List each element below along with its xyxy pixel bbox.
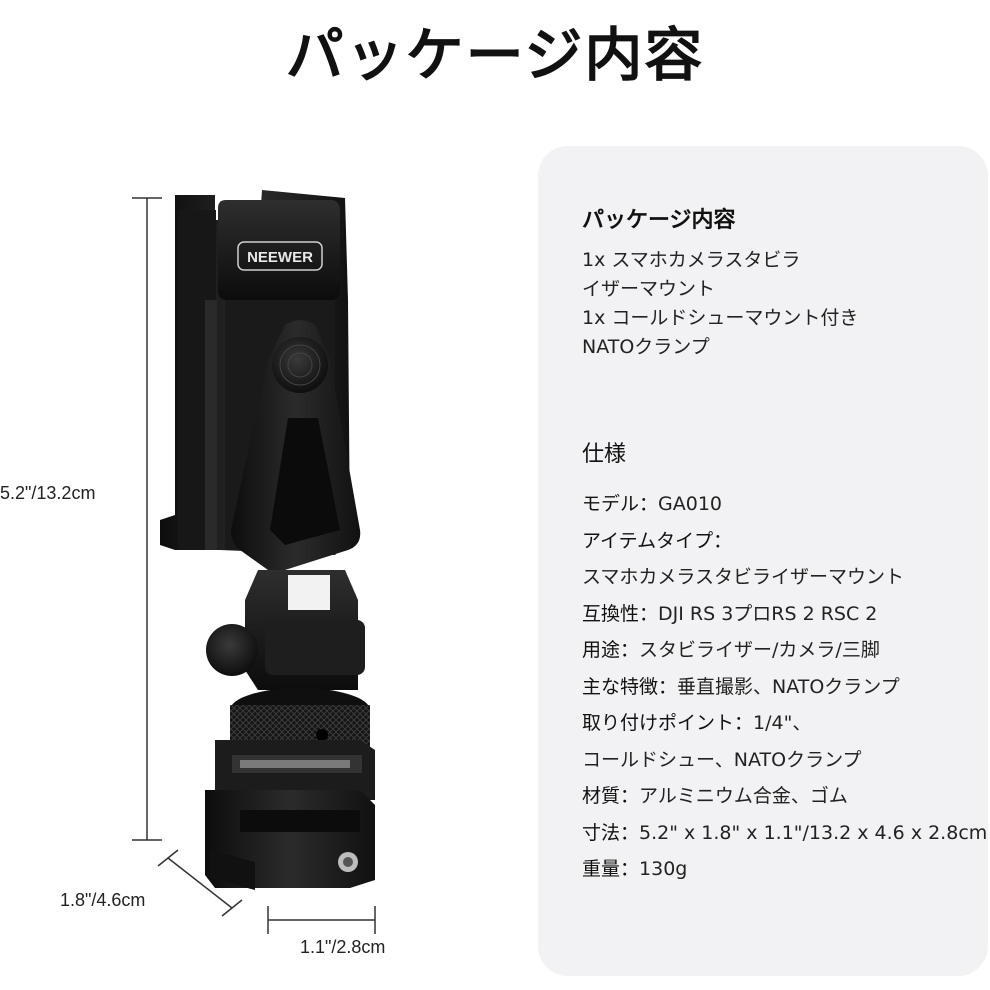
page-title: パッケージ内容 — [285, 21, 705, 89]
spec-value: スタビライザー/カメラ/三脚 — [639, 639, 880, 661]
specs-title: 仕様 — [582, 442, 627, 467]
spec-label: 重量： — [582, 858, 640, 880]
spec-value: コールドシュー、NATOクランプ — [582, 748, 862, 771]
spec-row: アイテムタイプ： — [582, 523, 987, 560]
width-dimension-label: 1.1"/2.8cm — [300, 937, 386, 957]
spec-value: DJI RS 3プロRS 2 RSC 2 — [658, 602, 878, 625]
depth-dimension-label: 1.8"/4.6cm — [60, 890, 146, 910]
spec-row: 用途：スタビライザー/カメラ/三脚 — [582, 632, 987, 669]
spec-list: モデル：GA010 アイテムタイプ： スマホカメラスタビライザーマウント 互換性… — [582, 486, 987, 888]
spec-value: スマホカメラスタビライザーマウント — [582, 566, 905, 588]
package-line: 1x コールドシューマウント付き — [582, 307, 859, 329]
spec-row: 取り付けポイント：1/4"、 — [582, 705, 987, 742]
spec-value: 5.2" x 1.8" x 1.1"/13.2 x 4.6 x 2.8cm — [639, 821, 988, 844]
package-title: パッケージ内容 — [582, 208, 736, 233]
spec-row: 主な特徴：垂直撮影、NATOクランプ — [582, 669, 987, 706]
spec-row: 互換性：DJI RS 3プロRS 2 RSC 2 — [582, 596, 987, 633]
spec-row: コールドシュー、NATOクランプ — [582, 742, 987, 779]
package-line: イザーマウント — [582, 278, 716, 300]
product-area: NEEWER 5.2"/13.2cm 1.8"/4.6cm 1.1"/2.8cm — [0, 150, 540, 990]
spec-label: 用途： — [582, 639, 640, 661]
spec-row: 寸法：5.2" x 1.8" x 1.1"/13.2 x 4.6 x 2.8cm — [582, 815, 987, 852]
spec-row: スマホカメラスタビライザーマウント — [582, 559, 987, 596]
package-list: 1x スマホカメラスタビラ イザーマウント 1x コールドシューマウント付き N… — [582, 246, 858, 362]
spec-value: 垂直撮影、NATOクランプ — [677, 675, 900, 698]
spec-label: モデル： — [582, 493, 659, 515]
spec-row: 重量：130g — [582, 851, 987, 888]
neewer-logo: NEEWER — [247, 249, 313, 266]
spec-label: 寸法： — [582, 821, 640, 844]
spec-label: 主な特徴： — [582, 675, 678, 698]
package-line: NATOクランプ — [582, 336, 710, 358]
spec-value: GA010 — [658, 493, 723, 515]
stabilizer-mount-image: NEEWER — [160, 190, 375, 890]
spec-label: 互換性： — [582, 602, 659, 625]
spec-value: 1/4"、 — [753, 712, 812, 734]
spec-label: アイテムタイプ： — [582, 529, 733, 552]
height-dimension-label: 5.2"/13.2cm — [0, 483, 96, 503]
dimension-lines — [132, 197, 376, 934]
spec-row: モデル：GA010 — [582, 486, 987, 523]
info-panel: パッケージ内容 1x スマホカメラスタビラ イザーマウント 1x コールドシュー… — [538, 146, 988, 976]
spec-value: 130g — [639, 858, 688, 880]
package-line: 1x スマホカメラスタビラ — [582, 249, 801, 271]
spec-value: アルミニウム合金、ゴム — [639, 785, 848, 807]
spec-label: 材質： — [582, 785, 640, 807]
spec-row: 材質：アルミニウム合金、ゴム — [582, 778, 987, 815]
spec-label: 取り付けポイント： — [582, 712, 754, 734]
